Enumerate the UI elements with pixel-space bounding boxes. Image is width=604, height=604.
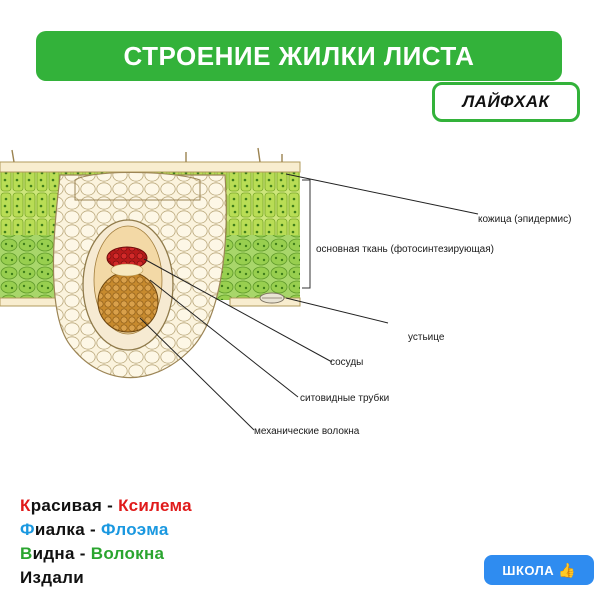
- stomata-label: устьице: [408, 332, 445, 343]
- vessels-label: сосуды: [330, 357, 363, 368]
- separator: -: [74, 544, 91, 563]
- word-rest: иалка: [34, 520, 85, 539]
- upper-epidermis: [0, 161, 301, 173]
- fibers-label: механические волокна: [254, 426, 360, 437]
- leaf-vein-diagram: кожица (эпидермис) основная ткань (фотос…: [0, 147, 571, 437]
- sieve-tubes-label: ситовидные трубки: [300, 392, 389, 404]
- mnemonic-block: Красивая - Ксилема Фиалка - Флоэма Видна…: [20, 494, 192, 590]
- epidermal-hairs: [11, 147, 283, 163]
- separator: -: [84, 520, 101, 539]
- leader-lines: [139, 173, 479, 431]
- initial: И: [20, 568, 33, 587]
- word-rest: здали: [32, 568, 84, 587]
- thumbs-up-icon: 👍: [558, 561, 576, 578]
- initial: К: [20, 496, 31, 515]
- term-initial: Ф: [101, 520, 116, 539]
- word-rest: идна: [32, 544, 75, 563]
- initial: В: [20, 544, 33, 563]
- term-rest: олокна: [103, 544, 165, 563]
- term-rest: силема: [128, 496, 192, 515]
- title-banner: СТРОЕНИЕ ЖИЛКИ ЛИСТА: [36, 31, 562, 81]
- school-badge[interactable]: ШКОЛА 👍: [484, 555, 594, 585]
- term-rest: лоэма: [115, 520, 169, 539]
- mnemonic-line-phloem: Фиалка - Флоэма: [20, 518, 192, 542]
- initial: Ф: [20, 520, 35, 539]
- mnemonic-line-xylem: Красивая - Ксилема: [20, 494, 192, 518]
- vein-bundle: [52, 172, 227, 379]
- ground-tissue-bracket: [302, 179, 311, 289]
- school-label: ШКОЛА: [502, 562, 555, 578]
- page-title: СТРОЕНИЕ ЖИЛКИ ЛИСТА: [123, 40, 475, 71]
- epidermis-label: кожица (эпидермис): [478, 214, 571, 225]
- lifehack-badge: ЛАЙФХАК: [432, 82, 580, 122]
- separator: -: [102, 496, 119, 515]
- mnemonic-line-afar: Издали: [20, 566, 192, 590]
- term-initial: В: [90, 544, 104, 563]
- ground-tissue-label: основная ткань (фотосинтезирующая): [316, 243, 494, 255]
- mnemonic-line-fibers: Видна - Волокна: [20, 542, 192, 566]
- term-initial: К: [118, 496, 129, 515]
- word-rest: расивая: [30, 496, 103, 515]
- stoma: [259, 292, 285, 304]
- lifehack-label: ЛАЙФХАК: [462, 92, 550, 111]
